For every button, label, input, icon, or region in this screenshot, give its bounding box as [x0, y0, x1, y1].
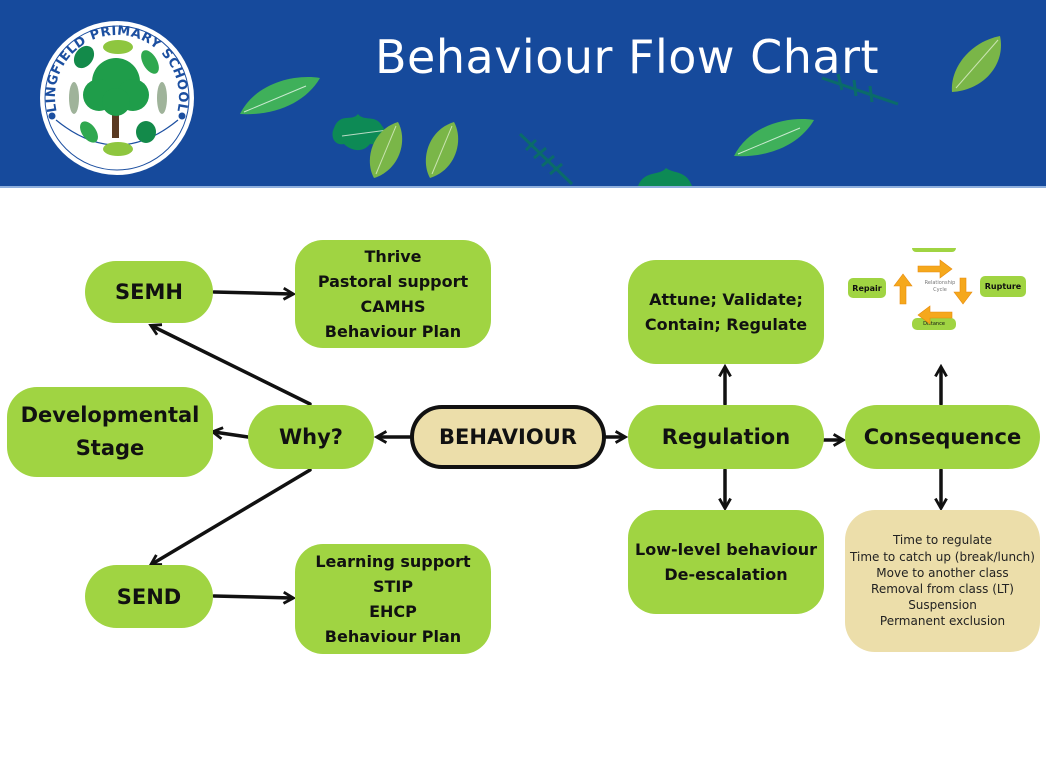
cycle-center-label: Relationship Cycle	[918, 280, 962, 294]
node-send-label: SEND	[116, 584, 182, 609]
node-why-label: Why?	[279, 425, 343, 449]
support-item: EHCP	[369, 602, 417, 621]
support-item: Behaviour Plan	[324, 627, 462, 646]
node-attune-line: Contain; Regulate	[644, 315, 808, 334]
node-low-level-line: Low-level behaviour	[635, 540, 817, 559]
consequence-item: Time to regulate	[892, 533, 993, 548]
support-item: Pastoral support	[317, 272, 469, 291]
node-consequence-label: Consequence	[863, 425, 1022, 449]
node-behaviour: BEHAVIOUR	[410, 405, 606, 469]
support-item: Behaviour Plan	[324, 322, 462, 341]
node-regulation-label: Regulation	[661, 425, 791, 449]
school-logo: LINGFIELD PRIMARY SCHOOL	[40, 21, 194, 175]
cycle-arrow-right-icon	[917, 259, 953, 279]
cycle-label-line: Relationship	[924, 280, 956, 286]
cycle-node-top	[912, 248, 956, 252]
node-attune: Attune; Validate; Contain; Regulate	[628, 260, 824, 364]
node-developmental-stage: Developmental Stage	[7, 387, 213, 477]
oak-leaf-icon	[638, 168, 692, 186]
node-semh-label: SEMH	[115, 280, 183, 304]
arrow-why-to-send	[148, 468, 312, 567]
cycle-arrow-down-icon	[953, 277, 973, 305]
consequence-list: Time to regulate Time to catch up (break…	[845, 510, 1040, 652]
page-title: Behaviour Flow Chart	[375, 30, 880, 84]
arrow-semh-to-support	[212, 286, 297, 301]
relationship-cycle: Repair Rupture Distance Relationship Cyc…	[846, 248, 1040, 336]
arrow-send-to-support	[212, 590, 297, 605]
consequence-item: Move to another class	[876, 565, 1009, 580]
oak-leaf-icon	[332, 114, 389, 151]
node-why: Why?	[248, 405, 374, 469]
fern-leaf-icon	[821, 73, 899, 106]
cycle-rupture-label: Rupture	[984, 282, 1022, 291]
cycle-node-distance: Distance	[912, 318, 956, 330]
leaf-icon	[369, 122, 403, 178]
leaf-icon	[734, 119, 814, 157]
node-attune-line: Attune; Validate;	[649, 290, 803, 309]
leaf-icon	[425, 122, 459, 178]
support-item: Thrive	[364, 247, 422, 266]
node-semh: SEMH	[85, 261, 213, 323]
cycle-node-rupture: Rupture	[980, 276, 1026, 297]
cycle-arrow-up-icon	[893, 273, 913, 305]
consequence-item: Permanent exclusion	[879, 614, 1006, 629]
node-send: SEND	[85, 565, 213, 628]
support-item: STIP	[372, 577, 414, 596]
support-item: CAMHS	[360, 297, 426, 316]
arrow-why-to-semh	[148, 323, 312, 406]
header-banner: LINGFIELD PRIMARY SCHOOL	[0, 0, 1046, 186]
cycle-repair-label: Repair	[852, 283, 882, 293]
node-developmental-label: Developmental	[20, 403, 200, 427]
consequence-item: Removal from class (LT)	[871, 582, 1014, 596]
support-item: Learning support	[315, 552, 471, 571]
node-behaviour-label: BEHAVIOUR	[439, 425, 577, 449]
node-regulation: Regulation	[628, 405, 824, 469]
consequence-item: Suspension	[908, 598, 977, 613]
cycle-distance-label: Distance	[923, 321, 945, 327]
node-low-level-line: De-escalation	[664, 565, 788, 584]
cycle-arrows	[893, 259, 973, 325]
banner-divider	[0, 186, 1046, 188]
cycle-label-line: Cycle	[933, 287, 947, 293]
node-low-level: Low-level behaviour De-escalation	[628, 510, 824, 614]
node-consequence: Consequence	[845, 405, 1040, 469]
leaf-icon	[951, 36, 1001, 92]
leaf-icon	[240, 77, 320, 115]
cycle-node-repair: Repair	[848, 278, 886, 298]
fern-leaf-icon	[518, 132, 574, 186]
cycle-arrow-left-icon	[917, 305, 953, 325]
node-developmental-label: Stage	[75, 436, 145, 460]
node-send-support: Learning support STIP EHCP Behaviour Pla…	[295, 544, 491, 654]
node-semh-support: Thrive Pastoral support CAMHS Behaviour …	[295, 240, 491, 348]
arrow-why-to-developmental	[209, 426, 250, 440]
consequence-item: Time to catch up (break/lunch)	[850, 549, 1035, 564]
